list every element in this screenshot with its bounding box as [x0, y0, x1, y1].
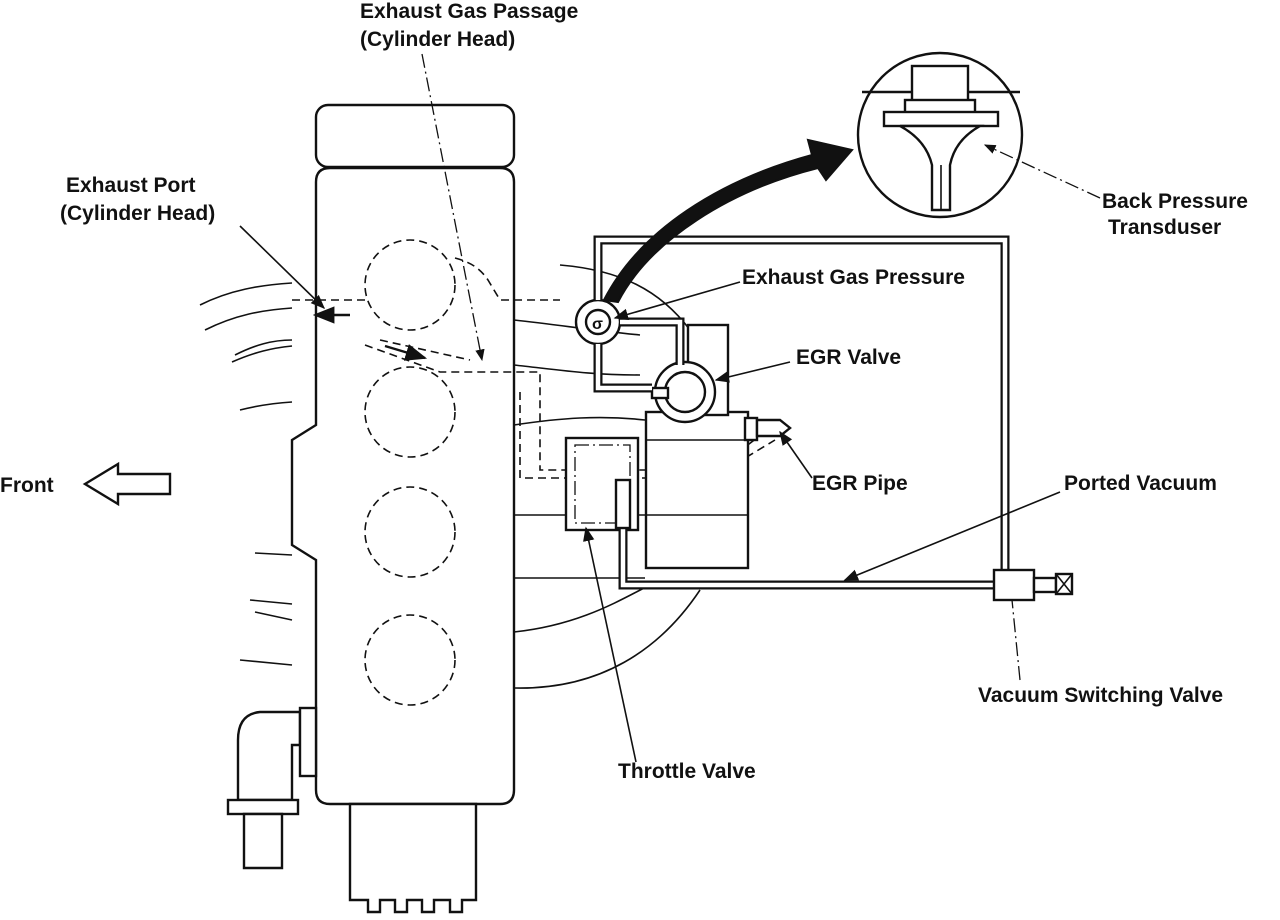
label-exhaust-gas-pressure: Exhaust Gas Pressure — [742, 266, 965, 289]
vacuum-hoses — [593, 235, 1010, 590]
water-outlet — [226, 706, 318, 870]
cylinder-4 — [364, 614, 456, 706]
label-egr-valve: EGR Valve — [796, 346, 901, 369]
label-back-pressure-1: Back Pressure — [1102, 190, 1248, 213]
transducer-inset — [856, 51, 1024, 219]
back-pressure-transducer-small: σ — [574, 298, 622, 346]
label-back-pressure-2: Transduser — [1108, 216, 1221, 239]
valve-cover — [314, 103, 516, 169]
intake-manifold — [513, 264, 701, 689]
label-ported-vacuum: Ported Vacuum — [1064, 472, 1217, 495]
intake-runners — [199, 282, 293, 666]
cylinder-2 — [364, 366, 456, 458]
front-arrow-icon — [82, 461, 172, 507]
vacuum-switching-valve — [992, 568, 1074, 602]
leader-lines — [239, 53, 1101, 763]
cylinder-3 — [364, 486, 456, 578]
label-egr-pipe: EGR Pipe — [812, 472, 908, 495]
egr-assembly — [644, 323, 792, 570]
label-exhaust-gas-passage-2: (Cylinder Head) — [360, 28, 515, 51]
cylinder-1 — [364, 239, 456, 331]
cylinder-head — [290, 103, 516, 914]
label-exhaust-port-2: (Cylinder Head) — [60, 202, 215, 225]
label-exhaust-gas-passage-1: Exhaust Gas Passage — [360, 0, 578, 23]
label-front: Front — [0, 474, 54, 497]
svg-text:σ: σ — [592, 316, 603, 333]
label-exhaust-port-1: Exhaust Port — [66, 174, 196, 197]
label-throttle-valve: Throttle Valve — [618, 760, 756, 783]
label-vacuum-switching-valve: Vacuum Switching Valve — [978, 684, 1223, 707]
magnify-arrow — [602, 138, 854, 304]
